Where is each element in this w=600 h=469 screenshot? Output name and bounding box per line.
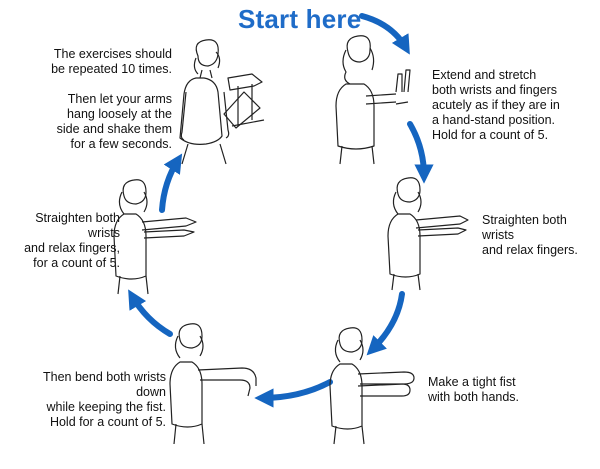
step-3-label: Make a tight fist with both hands. <box>428 375 520 404</box>
arrow-5-to-6 <box>128 289 173 337</box>
arrow-4-to-5 <box>254 379 333 408</box>
step-6-label: The exercises should be repeated 10 time… <box>51 47 172 151</box>
step-4-label: Then bend both wrists down while keeping… <box>43 370 166 429</box>
arrow-1-to-2 <box>359 13 410 55</box>
step-2-label: Straighten both wrists and relax fingers… <box>482 213 578 257</box>
arrow-2-to-3 <box>407 121 434 184</box>
arrow-3-to-4 <box>366 291 405 356</box>
step-1-label: Extend and stretch both wrists and finge… <box>432 68 560 142</box>
start-here-title: Start here <box>238 4 362 34</box>
step-5-label: Straighten both wrists and relax fingers… <box>24 211 120 270</box>
arrow-6-to-1 <box>159 153 183 213</box>
